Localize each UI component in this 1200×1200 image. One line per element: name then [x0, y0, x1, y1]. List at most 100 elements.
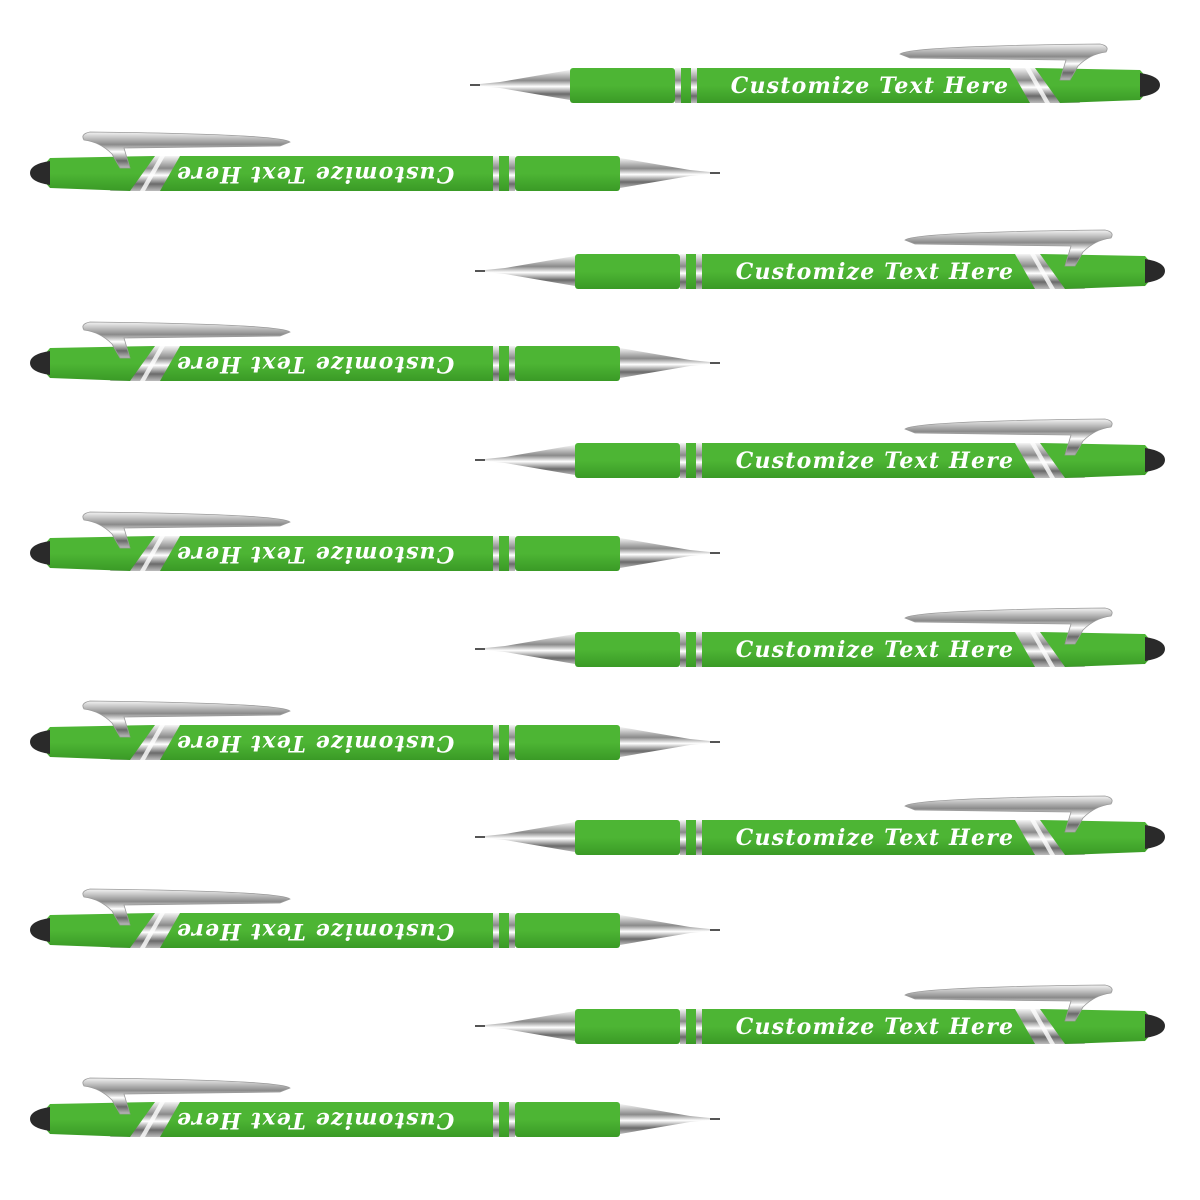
stylus-tip: [30, 1107, 50, 1131]
pen-upper-barrel: [160, 913, 493, 948]
pen-lower-barrel: [570, 68, 675, 103]
pen-tip: [620, 727, 720, 757]
pen-lower-barrel: [515, 346, 620, 381]
pen-clip: [904, 607, 1113, 645]
stylus-tip: [1145, 448, 1165, 472]
pen-clip: [904, 984, 1113, 1022]
pen-item: Customize Text Here: [20, 318, 720, 408]
pen-tip: [620, 915, 720, 945]
pen-upper-barrel: [702, 1009, 1035, 1044]
pen-upper-barrel: [702, 443, 1035, 478]
pen-drawing: Customize Text Here: [30, 321, 720, 381]
pen-item: Customize Text Here: [470, 40, 1170, 130]
pen-ring: [493, 913, 499, 948]
pen-ring: [509, 1102, 515, 1137]
pen-ring: [509, 913, 515, 948]
pen-ring: [680, 1009, 686, 1044]
pen-upper-barrel: [697, 68, 1030, 103]
pen-item: Customize Text Here: [20, 885, 720, 975]
pen-tip: [475, 634, 575, 664]
pen-tip: [475, 445, 575, 475]
pen-lower-barrel: [515, 156, 620, 191]
pen-clip: [82, 700, 291, 738]
pen-drawing: Customize Text Here: [470, 43, 1160, 103]
pen-engraving-text: Customize Text Here: [736, 1014, 1014, 1040]
pen-item: Customize Text Here: [475, 226, 1175, 316]
pen-ring: [675, 68, 681, 103]
pen-ring: [696, 254, 702, 289]
pen-clip: [899, 43, 1108, 81]
pen-engraving-text: Customize Text Here: [736, 637, 1014, 663]
pen-drawing: Customize Text Here: [475, 795, 1165, 855]
pen-drawing: Customize Text Here: [30, 888, 720, 948]
pen-item: Customize Text Here: [20, 128, 720, 218]
pen-ring: [509, 346, 515, 381]
pen-ring: [680, 443, 686, 478]
pen-lower-barrel: [515, 536, 620, 571]
pen-clip: [82, 1077, 291, 1115]
pen-engraving-text: Customize Text Here: [176, 351, 454, 377]
pen-lower-barrel: [515, 725, 620, 760]
pen-lower-barrel: [575, 1009, 680, 1044]
pen-item: Customize Text Here: [475, 415, 1175, 505]
pen-engraving-text: Customize Text Here: [736, 259, 1014, 285]
pen-drawing: Customize Text Here: [30, 700, 720, 760]
pen-tip: [620, 158, 720, 188]
pen-item: Customize Text Here: [20, 1074, 720, 1164]
pen-engraving-text: Customize Text Here: [176, 541, 454, 567]
pen-clip: [904, 229, 1113, 267]
pen-engraving-text: Customize Text Here: [736, 825, 1014, 851]
pen-clip: [904, 418, 1113, 456]
pen-ring: [680, 254, 686, 289]
pen-upper-barrel: [702, 820, 1035, 855]
stylus-tip: [30, 351, 50, 375]
pen-ring: [493, 725, 499, 760]
pen-engraving-text: Customize Text Here: [736, 448, 1014, 474]
pen-drawing: Customize Text Here: [30, 511, 720, 571]
pen-drawing: Customize Text Here: [30, 1077, 720, 1137]
pen-upper-barrel: [160, 1102, 493, 1137]
pen-lower-barrel: [575, 443, 680, 478]
pen-upper-barrel: [702, 254, 1035, 289]
pen-ring: [696, 443, 702, 478]
pen-engraving-text: Customize Text Here: [176, 161, 454, 187]
pen-tip: [620, 538, 720, 568]
pen-clip: [82, 511, 291, 549]
pen-tip: [475, 256, 575, 286]
pen-ring: [680, 632, 686, 667]
pen-tip: [475, 822, 575, 852]
pen-ring: [696, 820, 702, 855]
pen-lower-barrel: [515, 913, 620, 948]
pen-item: Customize Text Here: [475, 604, 1175, 694]
stylus-tip: [1145, 1014, 1165, 1038]
pen-upper-barrel: [160, 346, 493, 381]
pen-tip: [620, 1104, 720, 1134]
pen-drawing: Customize Text Here: [30, 131, 720, 191]
pen-engraving-text: Customize Text Here: [731, 73, 1009, 99]
pen-drawing: Customize Text Here: [475, 229, 1165, 289]
pen-upper-barrel: [702, 632, 1035, 667]
pen-ring: [696, 632, 702, 667]
pen-lower-barrel: [575, 254, 680, 289]
pen-ring: [696, 1009, 702, 1044]
pen-engraving-text: Customize Text Here: [176, 918, 454, 944]
pen-item: Customize Text Here: [20, 508, 720, 598]
pen-ring: [509, 536, 515, 571]
pen-ring: [493, 346, 499, 381]
stylus-tip: [30, 541, 50, 565]
pen-tip: [470, 70, 570, 100]
stylus-tip: [30, 161, 50, 185]
pen-ring: [691, 68, 697, 103]
pen-ring: [680, 820, 686, 855]
stylus-tip: [1140, 73, 1160, 97]
pen-ring: [493, 156, 499, 191]
pen-ring: [509, 156, 515, 191]
pen-tip: [620, 348, 720, 378]
pen-item: Customize Text Here: [475, 792, 1175, 882]
stylus-tip: [1145, 637, 1165, 661]
pen-drawing: Customize Text Here: [475, 984, 1165, 1044]
pen-upper-barrel: [160, 156, 493, 191]
pen-item: Customize Text Here: [20, 697, 720, 787]
pen-clip: [82, 888, 291, 926]
